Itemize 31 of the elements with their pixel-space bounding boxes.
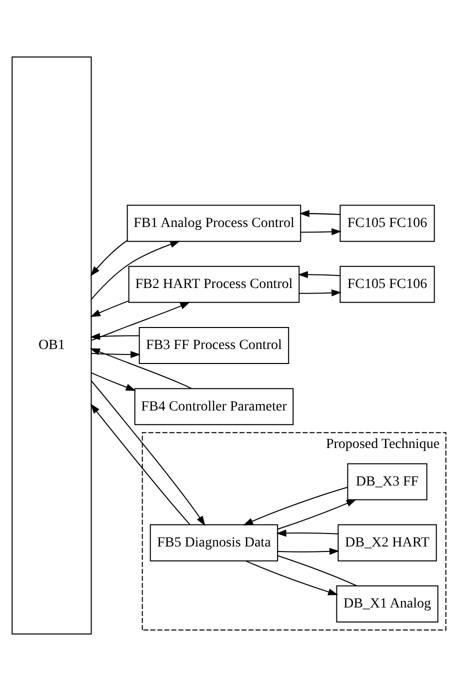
node-box: OB1 [12,56,92,634]
node-box: FC105 FC106 [340,265,435,302]
arrow [90,348,192,388]
arrow [90,240,180,300]
arrow [277,498,357,530]
arrow [91,301,190,340]
node-box: FB2 HART Process Control [128,265,300,302]
arrow [90,380,206,526]
arrow [90,403,191,525]
node-box: DB_X1 Analog [336,584,438,622]
node-box: FB1 Analog Process Control [126,204,302,242]
node-box: DB_X2 HART [338,524,437,561]
node-box: FB3 FF Process Control [138,326,290,364]
arrow [90,372,136,390]
arrow [300,228,342,235]
connector [277,554,358,586]
arrow [90,300,130,316]
node-box: FC105 FC106 [340,204,435,242]
arrow [277,547,340,554]
arrow [298,270,341,278]
arrow [299,210,341,217]
node-box: FB4 Controller Parameter [134,388,294,425]
node-box: FB5 Diagnosis Data [150,524,278,561]
arrow [90,332,140,340]
arrow [91,350,141,358]
arrow [276,529,338,536]
arrow [243,486,348,525]
arrow [90,240,128,276]
node-box: DB_X3 FF [347,462,428,500]
arrow [246,560,338,595]
arrow [298,288,342,296]
